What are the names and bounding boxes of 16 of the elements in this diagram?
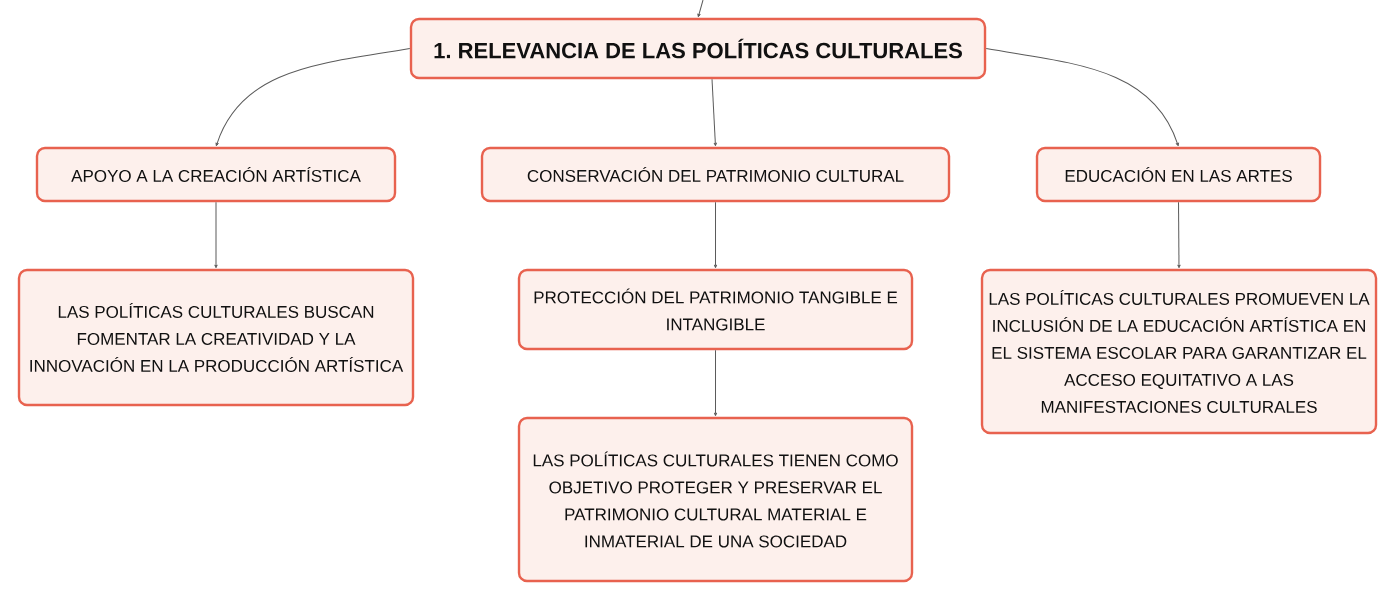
description-box: LAS POLÍTICAS CULTURALES TIENEN COMO OBJETIVO PROTEGER Y PRESERVAR EL PATRIMONIO CULTURAL MATERIAL E INMATERIAL DE UNA SOCIEDAD <box>517 416 914 583</box>
arrow <box>985 48 1179 147</box>
description-box: LAS POLÍTICAS CULTURALES PROMUEVEN LA INCLUSIÓN DE LA EDUCACIÓN ARTÍSTICA EN EL SISTEMA ESCOLAR PARA GARANTIZAR EL ACCESO EQUITATIVO A LAS MANIFESTACIONES CULTURALES <box>980 268 1378 435</box>
arrow <box>713 201 718 269</box>
arrow <box>215 48 411 147</box>
arrow <box>697 0 704 18</box>
description-box: PROTECCIÓN DEL PATRIMONIO TANGIBLE E INTANGIBLE <box>517 268 914 351</box>
subtopic-box: EDUCACIÓN EN LAS ARTES <box>1035 146 1322 203</box>
arrow <box>214 201 218 269</box>
arrow <box>711 78 717 147</box>
description-box: LAS POLÍTICAS CULTURALES BUSCAN FOMENTAR LA CREATIVIDAD Y LA INNOVACIÓN EN LA PRODUCCIÓN ARTÍSTICA <box>17 268 415 407</box>
arrow <box>1177 201 1181 269</box>
subtopic-box: APOYO A LA CREACIÓN ARTÍSTICA <box>35 146 397 203</box>
subtopic-box: CONSERVACIÓN DEL PATRIMONIO CULTURAL <box>480 146 951 203</box>
topic-box: 1. RELEVANCIA DE LAS POLÍTICAS CULTURALES <box>409 17 987 80</box>
arrow <box>713 349 718 417</box>
